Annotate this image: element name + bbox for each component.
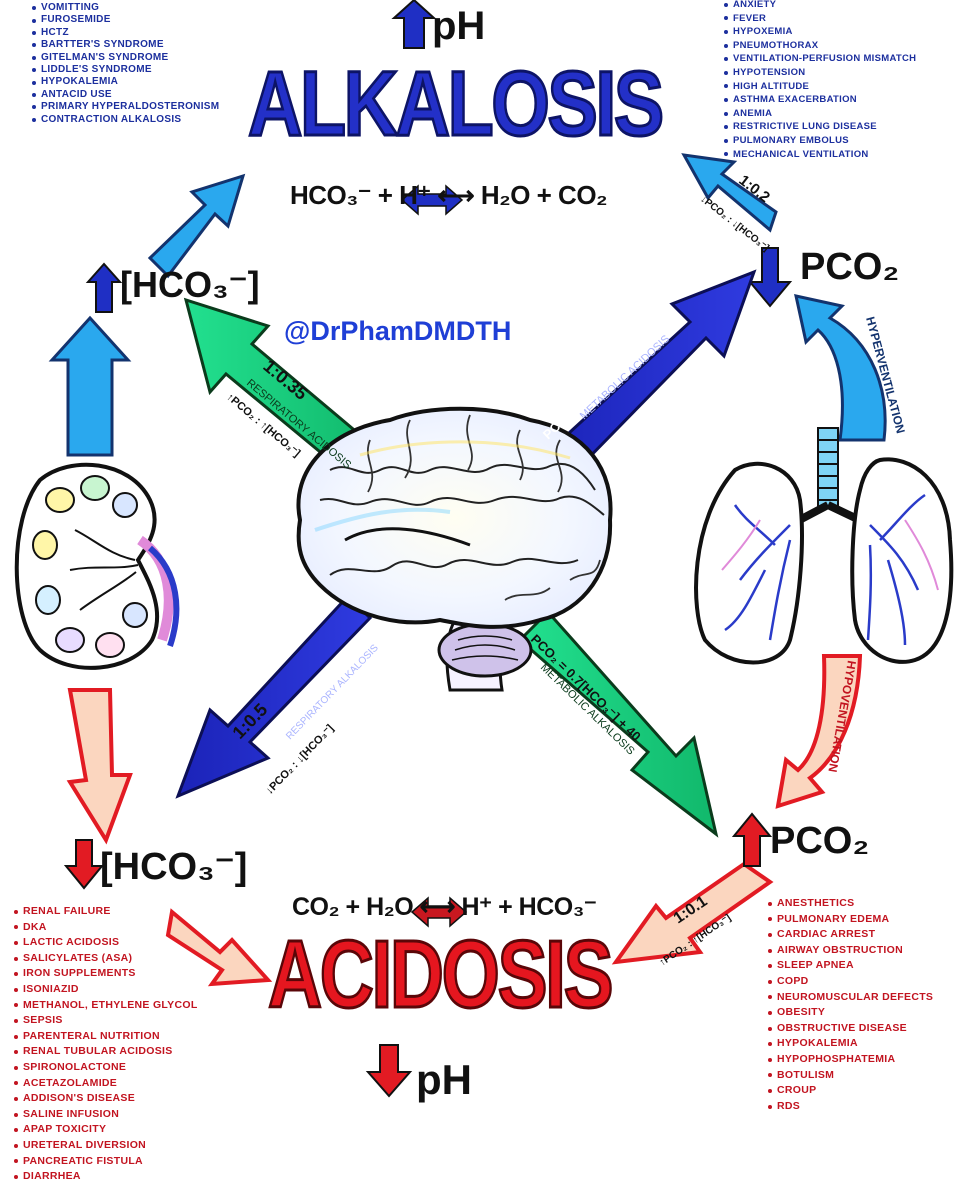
list-item: Anxiety <box>724 0 916 12</box>
lungs-illustration <box>694 427 954 665</box>
met-alk-formula-label: PCO₂ = 0.7[HCO₃⁻] + 40 <box>528 631 644 744</box>
hco3-down-label: [HCO₃⁻] <box>100 846 248 888</box>
acidosis-equation: CO₂ + H₂O ⟷ H⁺ + HCO₃⁻ <box>292 893 597 921</box>
list-item: Obesity <box>768 1005 933 1021</box>
list-item: Liddle's syndrome <box>32 64 219 76</box>
kidney-illustration <box>14 462 180 670</box>
list-item: Renal failure <box>14 904 198 920</box>
brain-illustration <box>296 406 613 692</box>
list-item: Ventilation-perfusion mismatch <box>724 52 916 66</box>
list-item: Pancreatic fistula <box>14 1154 198 1170</box>
list-item: Restrictive lung disease <box>724 120 916 134</box>
alkalosis-metabolic-causes-list: Vomitting Furosemide HCTZ Bartter's synd… <box>32 2 219 126</box>
list-item: Hypotension <box>724 66 916 80</box>
list-item: Lactic acidosis <box>14 935 198 951</box>
alkalosis-respiratory-causes-list: Anxiety Fever Hypoxemia Pneumothorax Ven… <box>724 0 916 161</box>
hco3-up-arrow-icon <box>85 262 123 313</box>
list-item: Antacid use <box>32 89 219 101</box>
list-item: Hypokalemia <box>768 1036 933 1052</box>
list-item: Pulmonary edema <box>768 912 933 928</box>
list-item: Primary hyperaldosteronism <box>32 101 219 113</box>
alkalosis-title: ALKALOSIS <box>247 52 666 157</box>
list-item: Parenteral nutrition <box>14 1029 198 1045</box>
list-item: Anesthetics <box>768 896 933 912</box>
list-item: Furosemide <box>32 14 219 26</box>
acidosis-respiratory-causes-list: Anesthetics Pulmonary edema Cardiac arre… <box>768 896 933 1114</box>
list-item: HCTZ <box>32 27 219 39</box>
respiratory-alkalosis-arrow <box>175 593 373 799</box>
list-item: High altitude <box>724 80 916 94</box>
list-item: Iron supplements <box>14 966 198 982</box>
hco3-to-acidosis-arrow <box>165 908 273 987</box>
list-item: Addison's disease <box>14 1091 198 1107</box>
list-item: Bartter's syndrome <box>32 39 219 51</box>
kidney-to-hco3-down-arrow <box>66 688 133 845</box>
list-item: Saline infusion <box>14 1107 198 1123</box>
alkalosis-equation: HCO₃⁻ + H⁺ ⟷ H₂O + CO₂ <box>290 180 608 210</box>
list-item: Fever <box>724 12 916 26</box>
list-item: APAP toxicity <box>14 1122 198 1138</box>
list-item: Spironolactone <box>14 1060 198 1076</box>
acidosis-ph-label: pH <box>416 1056 472 1103</box>
list-item: Gitelman's syndrome <box>32 52 219 64</box>
list-item: Anemia <box>724 107 916 121</box>
pco2-bottom-label: PCO₂ <box>770 820 870 862</box>
pco2-down-arrow-icon <box>747 247 793 308</box>
acidosis-metabolic-causes-list: Renal failure DKA Lactic acidosis Salicy… <box>14 904 198 1185</box>
list-item: Mechanical ventilation <box>724 148 916 162</box>
list-item: Cardiac arrest <box>768 927 933 943</box>
list-item: Renal tubular acidosis <box>14 1044 198 1060</box>
list-item: Pneumothorax <box>724 39 916 53</box>
pco2-to-acidosis-arrow <box>611 861 774 965</box>
list-item: Airway obstruction <box>768 943 933 959</box>
pco2-to-alkalosis-arrow <box>681 153 778 233</box>
hco3-to-alkalosis-arrow <box>147 173 246 279</box>
hypoventilation-arrow <box>775 654 863 809</box>
list-item: Hypophosphatemia <box>768 1052 933 1068</box>
kidney-to-hco3-arrow <box>48 315 132 457</box>
list-item: Acetazolamide <box>14 1076 198 1092</box>
list-item: Isoniazid <box>14 982 198 998</box>
list-item: Sepsis <box>14 1013 198 1029</box>
ph-down-arrow-icon <box>365 1044 413 1098</box>
list-item: Neuromuscular defects <box>768 990 933 1006</box>
ph-up-arrow-icon <box>391 0 437 49</box>
list-item: Asthma exacerbation <box>724 93 916 107</box>
alkalosis-ph-label: pH <box>432 4 486 48</box>
list-item: Salicylates (ASA) <box>14 951 198 967</box>
list-item: Pulmonary embolus <box>724 134 916 148</box>
hco3-down-arrow-icon <box>63 839 105 890</box>
equilibrium-arrow-top-icon <box>400 184 464 216</box>
hco3-up-label: [HCO₃⁻] <box>120 264 260 305</box>
hyperventilation-arrow <box>794 294 887 442</box>
list-item: Ureteral diversion <box>14 1138 198 1154</box>
equilibrium-arrow-bottom-icon <box>410 896 468 928</box>
list-item: Croup <box>768 1083 933 1099</box>
list-item: Hypoxemia <box>724 25 916 39</box>
list-item: Contraction alkalosis <box>32 114 219 126</box>
list-item: Hypokalemia <box>32 76 219 88</box>
list-item: RDS <box>768 1099 933 1115</box>
pco2-up-arrow-icon <box>731 812 773 867</box>
list-item: Methanol, ethylene glycol <box>14 998 198 1014</box>
metabolic-alkalosis-arrow <box>517 609 719 838</box>
list-item: Diarrhea <box>14 1169 198 1185</box>
list-item: Obstructive disease <box>768 1021 933 1037</box>
list-item: DKA <box>14 920 198 936</box>
list-item: Sleep apnea <box>768 958 933 974</box>
acidosis-title: ACIDOSIS <box>267 920 615 1030</box>
pco2-top-label: PCO₂ <box>800 246 900 288</box>
list-item: COPD <box>768 974 933 990</box>
list-item: Vomitting <box>32 2 219 14</box>
author-handle: @DrPhamDMDTH <box>284 316 512 346</box>
list-item: Botulism <box>768 1068 933 1084</box>
